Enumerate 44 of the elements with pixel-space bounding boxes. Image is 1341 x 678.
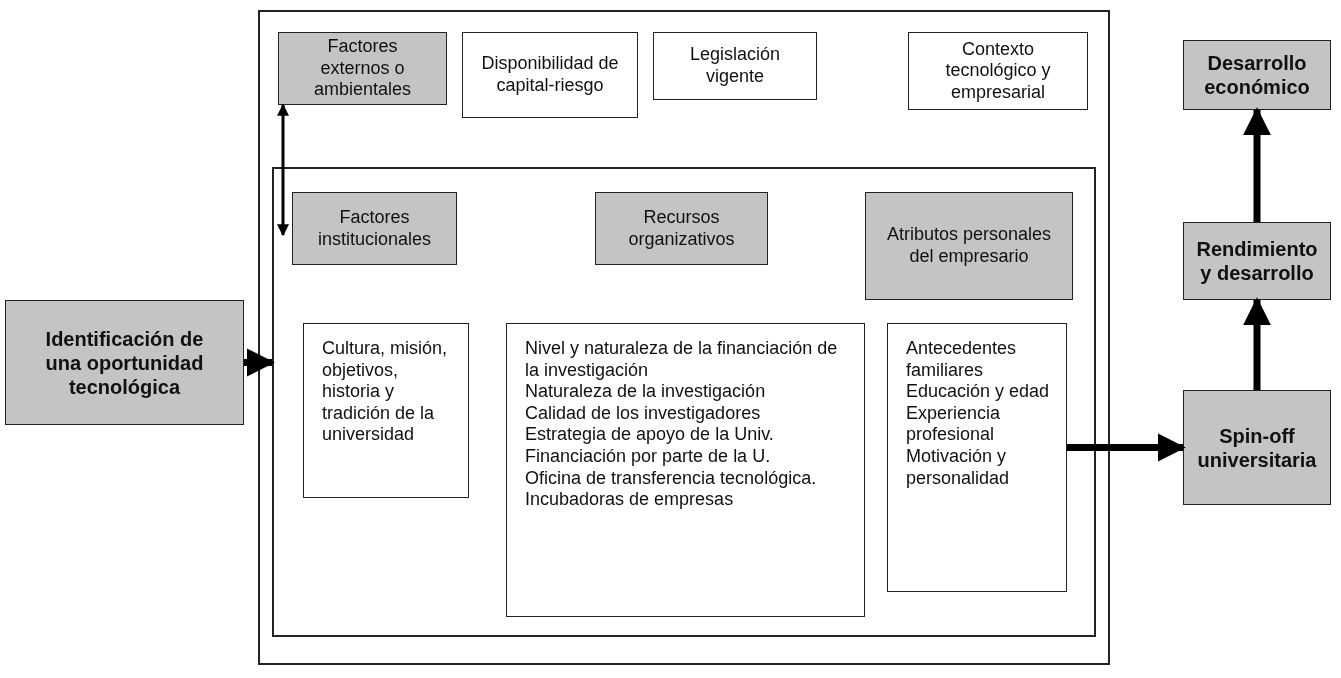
box-text: Recursos organizativos: [627, 206, 736, 251]
text-box: [887, 323, 1067, 592]
box-text: Incubadoras de empresas: [525, 489, 734, 511]
box-text: Factores externos o ambientales: [312, 36, 413, 101]
container-box: [258, 10, 1110, 665]
box-text: Contexto tecnológico y empresarial: [944, 38, 1052, 104]
box-text: Rendimiento y desarrollo: [1196, 237, 1318, 285]
text-box: [506, 323, 865, 617]
box-text: Estrategia de apoyo de la Univ.: [525, 424, 774, 446]
box-text: Factores institucionales: [316, 206, 433, 251]
text-box: [1183, 222, 1331, 300]
container-box: [272, 167, 1096, 637]
text-box: [292, 192, 457, 265]
box-text: Desarrollo económico: [1204, 51, 1310, 99]
box-text: Experiencia profesional: [906, 402, 1002, 446]
text-box: [1183, 390, 1331, 505]
box-text: Spin-off universitaria: [1197, 423, 1317, 472]
box-text: Motivación y personalidad: [906, 445, 1011, 490]
box-text: Calidad de los investigadores: [525, 402, 761, 425]
text-box: [908, 32, 1088, 110]
box-text: Financiación por parte de la U.: [525, 445, 771, 468]
box-text: Antecedentes familiares: [906, 338, 1018, 382]
box-text: Educación y edad: [906, 381, 1050, 403]
box-text: Nivel y naturaleza de la financiación de la investigación: [525, 338, 839, 382]
arrow: [277, 103, 289, 237]
text-box: [5, 300, 244, 425]
box-text: Identificación de una oportunidad tecnológica: [44, 326, 205, 399]
text-box: [278, 32, 447, 105]
arrow: [1067, 433, 1186, 462]
box-text: Legislación vigente: [688, 44, 782, 88]
text-box: [653, 32, 817, 100]
text-box: [865, 192, 1073, 300]
text-box: [303, 323, 469, 498]
box-text: Naturaleza de la investigación: [525, 381, 766, 403]
arrow: [1243, 107, 1271, 222]
text-box: [595, 192, 768, 265]
box-text: Disponibilidad de capital-riesgo: [480, 53, 620, 97]
box-text: Atributos personales del empresario: [885, 224, 1053, 268]
text-box: [1183, 40, 1331, 110]
arrow: [244, 348, 275, 377]
box-text: Oficina de transferencia tecnológica.: [525, 467, 817, 490]
box-text: Cultura, misión, objetivos, historia y tradición de la universidad: [322, 338, 449, 446]
arrow: [1243, 297, 1271, 390]
text-box: [462, 32, 638, 118]
